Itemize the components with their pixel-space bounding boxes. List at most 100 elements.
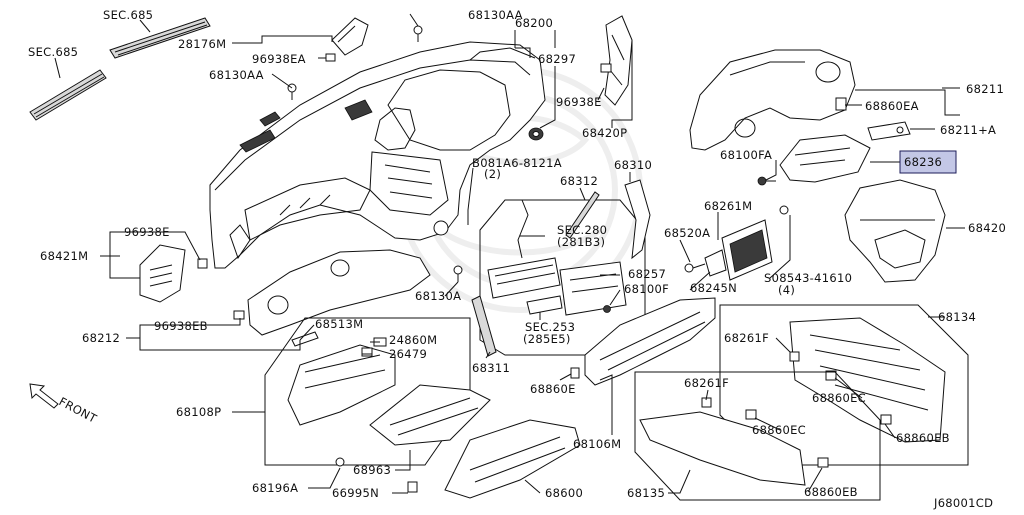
clip-96938EA[interactable] [325, 53, 336, 62]
side-trim-68310[interactable] [624, 179, 651, 260]
label-68130a[interactable]: 68130A [415, 289, 461, 303]
label-08543[interactable]: S08543-41610 [764, 271, 852, 285]
label-96938e-top[interactable]: 96938E [556, 95, 602, 109]
label-68513m[interactable]: 68513M [315, 317, 363, 331]
label-68261m[interactable]: 68261M [704, 199, 752, 213]
label-26479[interactable]: 26479 [389, 347, 427, 361]
label-96938ea[interactable]: 96938EA [252, 52, 306, 66]
clip-68860EB-mid[interactable] [817, 457, 829, 468]
screw-68130AA-top[interactable] [413, 25, 423, 42]
clip-96938EB[interactable] [233, 310, 245, 320]
lamp-26479[interactable] [361, 347, 373, 357]
label-68860ec-mid[interactable]: 68860EC [752, 423, 806, 437]
clip-68860EC-mid[interactable] [745, 409, 757, 420]
label-96938eb[interactable]: 96938EB [154, 319, 208, 333]
clip-96938E-left[interactable] [197, 258, 208, 269]
side-vent-68421M[interactable] [139, 244, 186, 303]
label-68100fa[interactable]: 68100FA [720, 148, 772, 162]
speaker-grille-28176M[interactable] [331, 17, 369, 56]
striker-66995N[interactable] [407, 481, 418, 493]
label-68200[interactable]: 68200 [515, 16, 553, 30]
label-68211[interactable]: 68211 [966, 82, 1004, 96]
label-68312[interactable]: 68312 [560, 174, 598, 188]
label-68311[interactable]: 68311 [472, 361, 510, 375]
label-sec685-top[interactable]: SEC.685 [103, 8, 153, 22]
display-68261M[interactable] [721, 219, 773, 281]
label-081a6[interactable]: B081A6-8121A [472, 156, 562, 170]
label-68211a[interactable]: 68211+A [940, 123, 996, 137]
clip-68860EB-right[interactable] [880, 414, 892, 425]
lower-trim-68135[interactable] [639, 411, 806, 486]
label-68100f[interactable]: 68100F [624, 282, 669, 296]
label-96938e-left[interactable]: 96938E [124, 225, 170, 239]
label-68860ea[interactable]: 68860EA [865, 99, 919, 113]
label-68420[interactable]: 68420 [968, 221, 1006, 235]
clip-68860E[interactable] [570, 367, 580, 379]
label-sec280[interactable]: SEC.280 [557, 223, 607, 237]
label-68420p[interactable]: 68420P [582, 126, 627, 140]
screw-68520A[interactable] [684, 263, 706, 273]
console-bracket-68106M[interactable] [584, 297, 716, 386]
screw-08543[interactable] [779, 205, 789, 215]
label-68130aa-top[interactable]: 68130AA [468, 8, 523, 22]
bracket-68236[interactable] [779, 134, 871, 183]
finisher-68257[interactable] [559, 261, 627, 316]
label-68600[interactable]: 68600 [545, 486, 583, 500]
label-68421m[interactable]: 68421M [40, 249, 88, 263]
label-68860e[interactable]: 68860E [530, 382, 576, 396]
label-68106m[interactable]: 68106M [573, 437, 621, 451]
label-28176m[interactable]: 28176M [178, 37, 226, 51]
glove-box-lid-68108P[interactable] [287, 344, 396, 426]
column-cover-68420[interactable] [844, 179, 946, 283]
side-cover-68420P[interactable] [604, 15, 633, 106]
glove-box-inner-68963[interactable] [369, 384, 491, 446]
screw-68196A[interactable] [335, 457, 345, 467]
trim-strip-68312[interactable] [565, 191, 600, 239]
cluster-lid-68211[interactable] [689, 49, 856, 151]
label-68130aa-left[interactable]: 68130AA [209, 68, 264, 82]
screw-68100F[interactable] [603, 305, 611, 313]
label-68310[interactable]: 68310 [614, 158, 652, 172]
diagram-code: J68001CD [933, 496, 993, 510]
label-sec685-left[interactable]: SEC.685 [28, 45, 78, 59]
label-68212[interactable]: 68212 [82, 331, 120, 345]
front-arrow-icon [29, 383, 59, 409]
label-68196a[interactable]: 68196A [252, 481, 298, 495]
label-68236[interactable]: 68236 [904, 155, 942, 169]
label-68261f-mid[interactable]: 68261F [684, 376, 729, 390]
clip-96938E-top[interactable] [600, 63, 612, 73]
label-68963[interactable]: 68963 [353, 463, 391, 477]
clip-68860EA[interactable] [835, 97, 847, 111]
bracket-68245N[interactable] [704, 249, 727, 277]
grommet-68297[interactable] [528, 127, 544, 141]
audio-unit-sec280[interactable] [487, 199, 561, 299]
label-68520a[interactable]: 68520A [664, 226, 710, 240]
label-68860eb-right[interactable]: 68860EB [896, 431, 950, 445]
label-sec253[interactable]: SEC.253 [525, 320, 575, 334]
label-66995n[interactable]: 66995N [332, 486, 379, 500]
label-24860m[interactable]: 24860M [389, 333, 437, 347]
label-68297[interactable]: 68297 [538, 52, 576, 66]
label-68257[interactable]: 68257 [628, 267, 666, 281]
label-68135[interactable]: 68135 [627, 486, 665, 500]
bracket-68311[interactable] [471, 295, 497, 357]
label-68261f-right[interactable]: 68261F [724, 331, 769, 345]
label-68108p[interactable]: 68108P [176, 405, 221, 419]
label-68860eb-mid[interactable]: 68860EB [804, 485, 858, 499]
bracket-sec253[interactable] [526, 295, 563, 315]
damper-68513M[interactable] [291, 331, 319, 347]
clip-68261F-right[interactable] [789, 351, 800, 362]
screw-68100FA[interactable] [757, 176, 776, 186]
defroster-grille-top[interactable] [109, 17, 211, 59]
label-68245n[interactable]: 68245N [690, 281, 737, 295]
bracket-68211A[interactable] [867, 121, 911, 141]
label-68860ec-right[interactable]: 68860EC [812, 391, 866, 405]
glove-box-68600[interactable] [444, 419, 581, 499]
lower-cover-68212[interactable] [247, 249, 431, 336]
clip-68860EC-right[interactable] [825, 370, 837, 381]
defroster-grille-left[interactable] [29, 69, 107, 121]
screw-68130A[interactable] [453, 265, 463, 282]
label-68134[interactable]: 68134 [938, 310, 976, 324]
instrument-panel-68200[interactable] [209, 41, 546, 269]
lower-cover-68134[interactable] [789, 317, 946, 443]
